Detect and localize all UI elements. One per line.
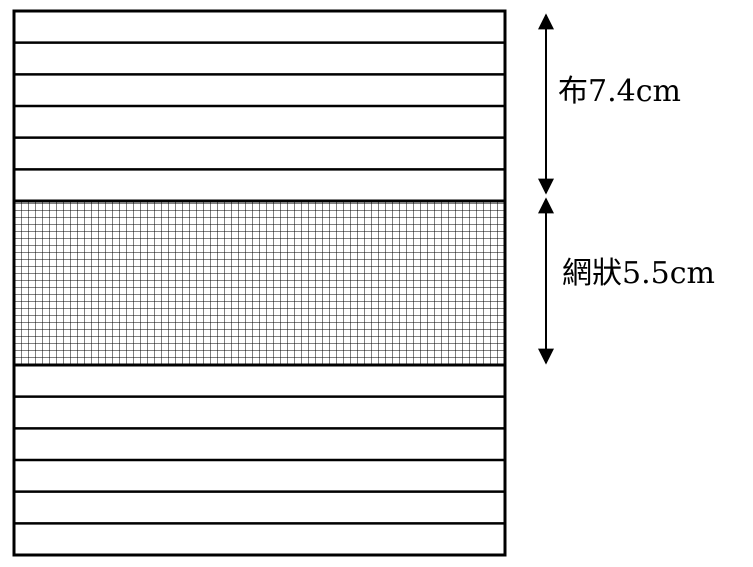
outer-frame <box>12 9 507 557</box>
cloth-section-top <box>14 41 505 171</box>
cloth-length-label: 布7.4cm <box>558 74 681 109</box>
mesh-section <box>12 199 507 367</box>
mesh-length-label: 網狀5.5cm <box>562 256 715 291</box>
cloth-section-bottom <box>14 395 505 525</box>
